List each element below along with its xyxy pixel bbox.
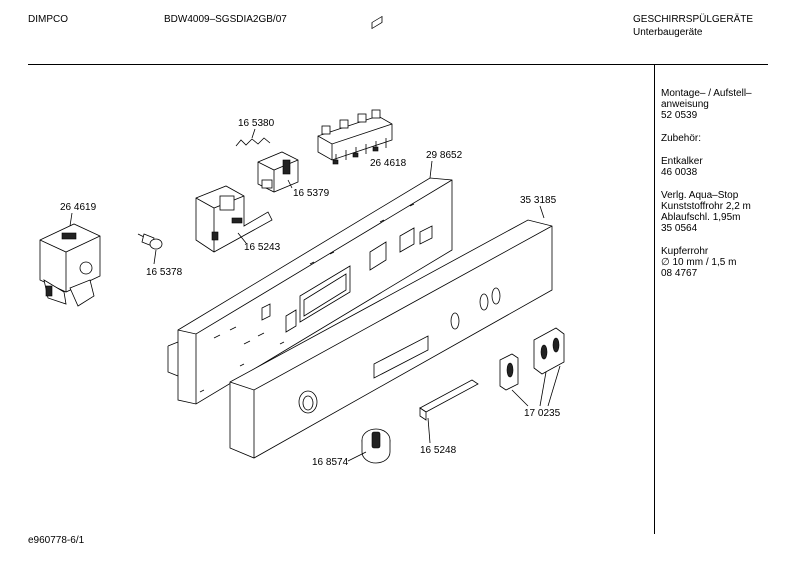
part-168574-knob — [361, 428, 391, 464]
sidebar-line: Ablaufschl. 1,95m — [661, 212, 741, 223]
label-298652: 29 8652 — [426, 150, 463, 161]
sidebar-line: Kupferrohr — [661, 246, 709, 257]
label-165379: 16 5379 — [293, 188, 330, 199]
category-subtitle: Unterbaugeräte — [633, 27, 703, 38]
sidebar-line: Zubehör: — [661, 133, 702, 144]
descaler-block: Entkalker 46 0038 — [661, 156, 789, 178]
model-number: BDW4009–SGSDIA2GB/07 — [164, 14, 287, 25]
label-165248: 16 5248 — [420, 445, 457, 456]
part-165379-relay — [257, 151, 299, 193]
part-165243-bracket — [195, 185, 273, 253]
sidebar-line: 46 0038 — [661, 167, 698, 178]
label-165243: 16 5243 — [244, 242, 281, 253]
label-353185: 35 3185 — [520, 195, 557, 206]
part-264619-module — [39, 223, 101, 307]
assembly-instructions-block: Montage– / Aufstell– anweisung 52 0539 — [661, 88, 789, 121]
sidebar-line: 08 4767 — [661, 268, 698, 279]
part-165378-lamp — [137, 233, 163, 250]
aqua-stop-block: Verlg. Aqua–Stop Kunststoffrohr 2,2 m Ab… — [661, 190, 789, 234]
accessories-heading-block: Zubehör: — [661, 133, 789, 144]
sidebar-divider — [654, 64, 655, 534]
sidebar-line: Verlg. Aqua–Stop — [661, 190, 739, 201]
category-title: GESCHIRRSPÜLGERÄTE — [633, 14, 754, 25]
sidebar-line: Montage– / Aufstell– — [661, 88, 752, 99]
drawing-code: e960778-6/1 — [28, 535, 85, 546]
sidebar-line: anweisung — [661, 99, 709, 110]
part-298652-control-panel-frame — [167, 15, 453, 405]
label-170235: 17 0235 — [524, 408, 561, 419]
part-264618-switch-block — [317, 109, 393, 165]
part-165380-clip — [235, 137, 271, 147]
sidebar-line: 35 0564 — [661, 223, 698, 234]
sidebar-line: Kunststoffrohr 2,2 m — [661, 201, 751, 212]
accessories-sidebar: Montage– / Aufstell– anweisung 52 0539 Z… — [661, 88, 789, 291]
sidebar-line: Entkalker — [661, 156, 703, 167]
exploded-parts-diagram: 16 5380 26 4618 16 5379 29 8652 16 5243 — [39, 15, 565, 468]
brand-name: DIMPCO — [28, 14, 68, 25]
sidebar-line: 52 0539 — [661, 110, 698, 121]
copper-pipe-block: Kupferrohr ∅ 10 mm / 1,5 m 08 4767 — [661, 246, 789, 279]
label-165378: 16 5378 — [146, 267, 183, 278]
part-170235-buttons — [499, 327, 565, 391]
label-165380: 16 5380 — [238, 118, 275, 129]
part-165248-display-window — [419, 379, 479, 421]
label-264618: 26 4618 — [370, 158, 407, 169]
sidebar-line: ∅ 10 mm / 1,5 m — [661, 257, 737, 268]
header-divider — [28, 64, 768, 65]
part-353185-front-fascia — [229, 219, 553, 459]
label-264619: 26 4619 — [60, 202, 97, 213]
label-168574: 16 8574 — [312, 457, 349, 468]
